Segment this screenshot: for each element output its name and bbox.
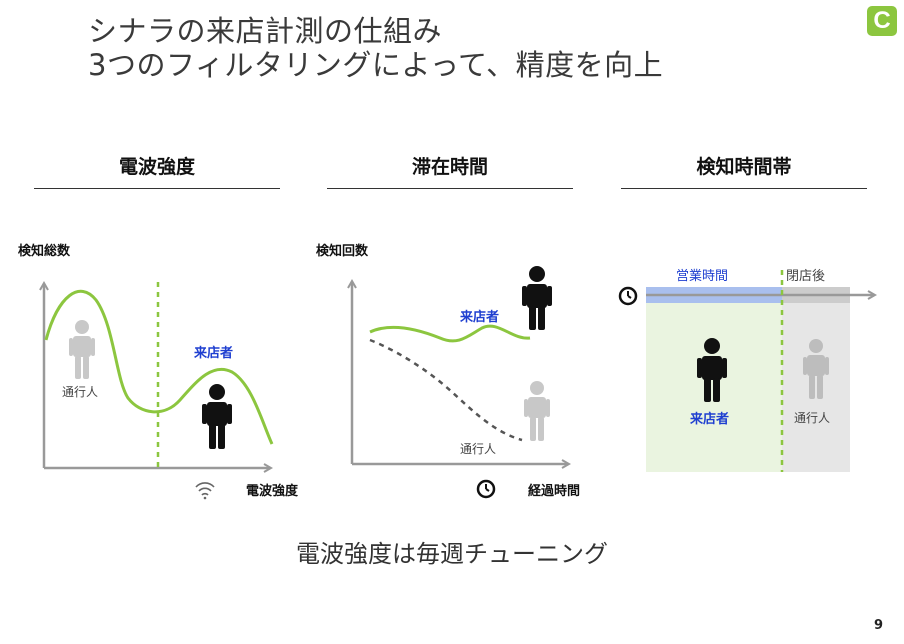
after-close-band [782, 296, 850, 472]
passerby-label: 通行人 [460, 442, 497, 456]
visitor-figure [697, 338, 727, 402]
bottom-caption: 電波強度は毎週チューニング [296, 540, 608, 568]
passerby-label: 通行人 [794, 411, 831, 425]
signal-distribution-curve [44, 289, 274, 445]
section-title-detection-time-slot: 検知時間帯 [696, 156, 792, 178]
visitor-label: 来店者 [194, 346, 234, 361]
y-axis-label-detection-count: 検知回数 [316, 244, 369, 259]
x-axis-label-elapsed-time: 経過時間 [528, 484, 581, 499]
wifi-icon [195, 482, 215, 500]
page-number: 9 [874, 618, 884, 633]
passerby-figure [803, 339, 829, 399]
visitor-figure [522, 266, 552, 330]
page-title-line-2: 3つのフィルタリングによって、精度を向上 [88, 48, 664, 82]
visitor-label: 来店者 [690, 412, 730, 427]
y-axis-label-total-detections: 検知総数 [18, 244, 71, 259]
clock-icon [618, 286, 638, 306]
after-close-label: 閉店後 [786, 269, 826, 284]
section-divider [34, 188, 280, 189]
clock-icon [476, 479, 496, 499]
passerby-figure [69, 320, 95, 379]
x-axis-label-signal-strength: 電波強度 [246, 484, 299, 499]
section-title-dwell-time: 滞在時間 [411, 156, 488, 178]
visitor-label: 来店者 [460, 310, 500, 325]
business-hours-label: 営業時間 [676, 269, 729, 284]
passerby-label: 通行人 [62, 385, 99, 399]
section-divider [621, 188, 867, 189]
visitor-dwell-curve [369, 324, 531, 343]
visitor-figure [202, 384, 232, 449]
passerby-figure [524, 381, 550, 441]
section-title-signal-strength: 電波強度 [118, 156, 195, 178]
section-divider [327, 188, 573, 189]
brand-logo: C [867, 6, 897, 36]
page-title-line-1: シナラの来店計測の仕組み [88, 14, 443, 48]
